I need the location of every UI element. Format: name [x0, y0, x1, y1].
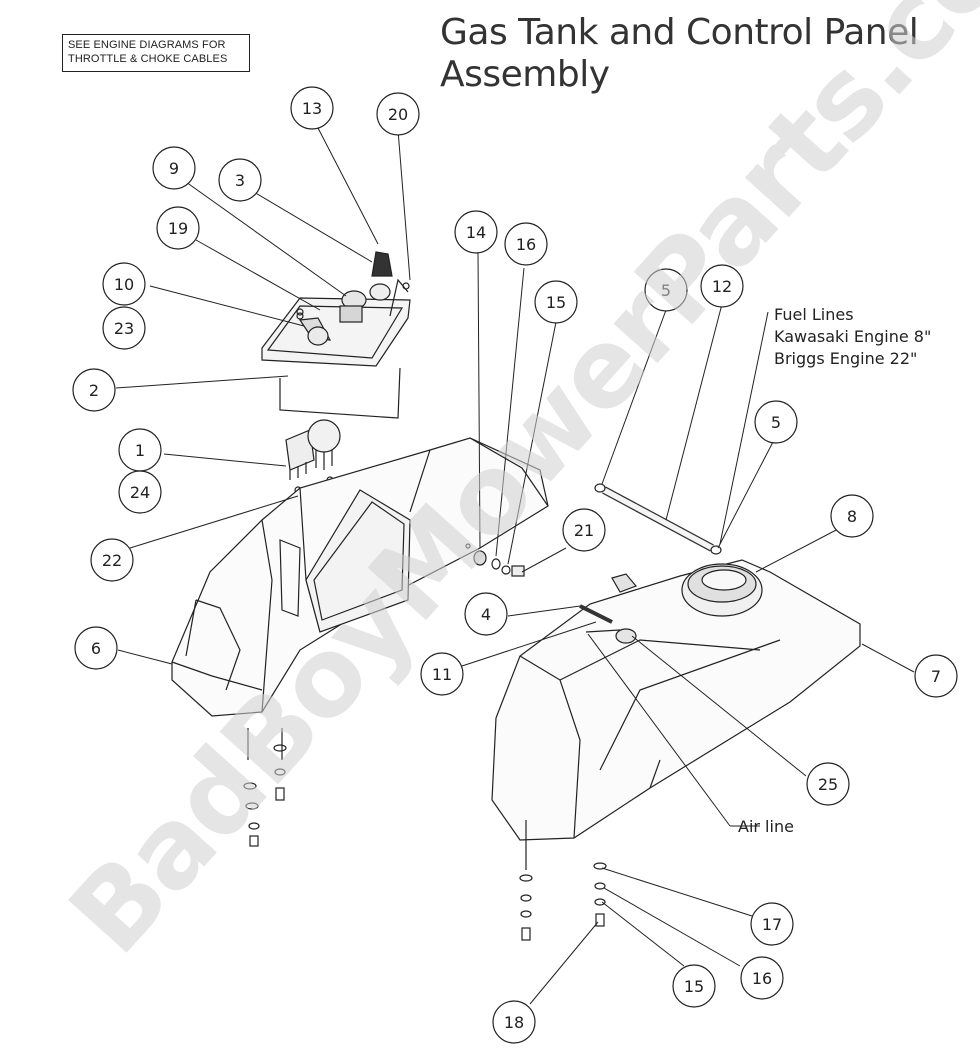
- svg-text:8: 8: [847, 507, 857, 526]
- callout-10: 10: [102, 262, 146, 306]
- svg-text:21: 21: [574, 521, 594, 540]
- hardware: [243, 550, 607, 941]
- callout-6: 6: [74, 626, 118, 670]
- svg-text:24: 24: [130, 483, 150, 502]
- callout-13: 13: [290, 86, 334, 130]
- svg-text:6: 6: [91, 639, 101, 658]
- svg-text:12: 12: [712, 277, 732, 296]
- title-line-1: Gas Tank and Control Panel: [440, 12, 919, 53]
- svg-text:1: 1: [135, 441, 145, 460]
- callout-21: 21: [562, 508, 606, 552]
- relay-parts: [285, 419, 341, 494]
- svg-text:25: 25: [818, 775, 838, 794]
- note-line-1: SEE ENGINE DIAGRAMS FOR: [68, 39, 226, 51]
- title-line-2: Assembly: [440, 54, 610, 95]
- svg-text:11: 11: [432, 665, 452, 684]
- svg-text:13: 13: [302, 99, 322, 118]
- control-housing: [171, 437, 549, 717]
- callout-16-top: 16: [504, 222, 548, 266]
- callout-5-right: 5: [754, 400, 798, 444]
- callout-14: 14: [454, 210, 498, 254]
- callout-24: 24: [118, 470, 162, 514]
- callout-11: 11: [420, 652, 464, 696]
- callout-4: 4: [464, 592, 508, 636]
- svg-text:16: 16: [752, 969, 772, 988]
- svg-text:23: 23: [114, 319, 134, 338]
- svg-text:19: 19: [168, 219, 188, 238]
- svg-text:17: 17: [762, 915, 782, 934]
- svg-text:5: 5: [661, 281, 671, 300]
- svg-text:5: 5: [771, 413, 781, 432]
- callout-12: 12: [700, 264, 744, 308]
- callout-15-top: 15: [534, 280, 578, 324]
- svg-text:22: 22: [102, 551, 122, 570]
- svg-text:4: 4: [481, 605, 491, 624]
- callout-9: 9: [152, 146, 196, 190]
- svg-text:16: 16: [516, 235, 536, 254]
- callout-8: 8: [830, 494, 874, 538]
- svg-text:9: 9: [169, 159, 179, 178]
- fuel-line-hose: [594, 483, 722, 555]
- leader-lines: [115, 127, 915, 1005]
- callout-23: 23: [102, 306, 146, 350]
- callout-7: 7: [914, 654, 958, 698]
- svg-text:7: 7: [931, 667, 941, 686]
- svg-text:14: 14: [466, 223, 486, 242]
- svg-text:15: 15: [546, 293, 566, 312]
- svg-text:3: 3: [235, 171, 245, 190]
- svg-text:10: 10: [114, 275, 134, 294]
- note-box: SEE ENGINE DIAGRAMS FOR THROTTLE & CHOKE…: [62, 34, 250, 72]
- fuel-lines-line-2: Kawasaki Engine 8": [774, 327, 932, 346]
- callout-22: 22: [90, 538, 134, 582]
- callouts: 13 20 9 3 19 10 23 2 1 24 22 6 14 16 15 …: [72, 86, 958, 1044]
- svg-text:18: 18: [504, 1013, 524, 1032]
- callout-3: 3: [218, 158, 262, 202]
- fuel-lines-line-1: Fuel Lines: [774, 305, 854, 324]
- callout-17: 17: [750, 902, 794, 946]
- callout-20: 20: [376, 92, 420, 136]
- note-line-2: THROTTLE & CHOKE CABLES: [68, 53, 228, 65]
- callout-5-top: 5: [644, 268, 688, 312]
- fuel-lines-line-3: Briggs Engine 22": [774, 349, 918, 368]
- callout-16-bottom: 16: [740, 956, 784, 1000]
- fuel-lines-label: Fuel Lines Kawasaki Engine 8" Briggs Eng…: [774, 304, 931, 370]
- callout-25: 25: [806, 762, 850, 806]
- svg-text:2: 2: [89, 381, 99, 400]
- callout-2: 2: [72, 368, 116, 412]
- callout-15-bottom: 15: [672, 964, 716, 1008]
- callout-18: 18: [492, 1000, 536, 1044]
- callout-1: 1: [118, 428, 162, 472]
- control-panel-plate: [261, 278, 411, 419]
- callout-19: 19: [156, 206, 200, 250]
- air-line-label: Air line: [738, 817, 794, 836]
- svg-text:15: 15: [684, 977, 704, 996]
- panel-switches: [296, 251, 410, 346]
- svg-text:20: 20: [388, 105, 408, 124]
- page-title: Gas Tank and Control Panel Assembly: [440, 12, 919, 96]
- gas-tank: [491, 559, 861, 841]
